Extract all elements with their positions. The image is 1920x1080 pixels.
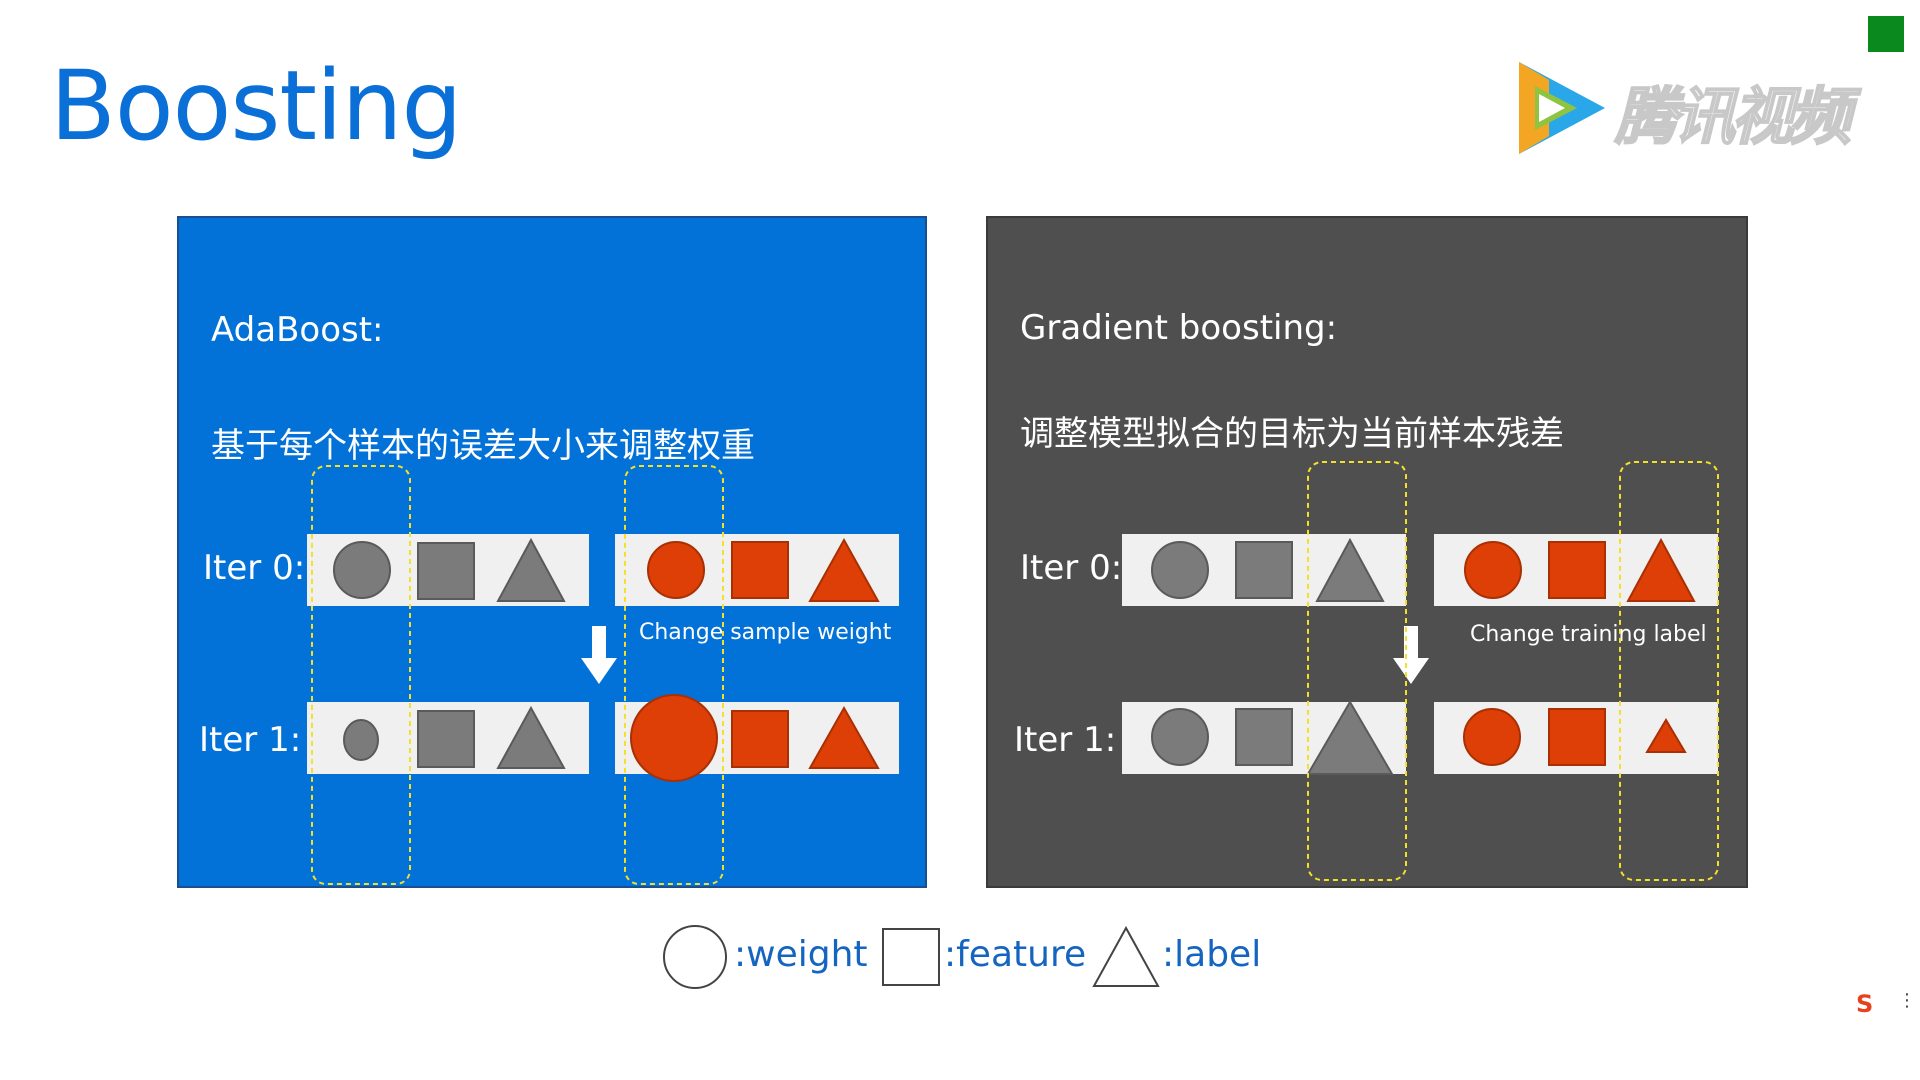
adaboost-iter0-orange-triangle — [808, 537, 880, 602]
gradient-iter1-label: Iter 1: — [1014, 720, 1117, 760]
gradient-iter1-orange-triangle-small — [1645, 718, 1687, 753]
gradient-iter1-gray-circle — [1151, 708, 1209, 766]
legend-weight-circle-icon — [663, 925, 727, 989]
adaboost-iter0-gray-triangle — [496, 537, 566, 602]
adaboost-down-arrow-icon — [581, 626, 617, 684]
gradient-dashed-highlight-orange — [1619, 461, 1719, 881]
gradient-diagram — [1122, 461, 1719, 881]
gradient-heading: Gradient boosting: — [1020, 308, 1338, 348]
legend: :weight :feature :label — [660, 922, 1262, 992]
adaboost-iter1-orange-circle-large — [630, 694, 718, 782]
status-indicator — [1868, 16, 1904, 52]
legend-feature-label: :feature — [944, 934, 1087, 975]
adaboost-diagram — [307, 465, 899, 885]
gradient-iter1-gray-triangle-large — [1306, 700, 1394, 775]
gradient-iter1-gray-square — [1235, 708, 1293, 766]
adaboost-iter0-orange-circle — [647, 541, 705, 599]
gradient-change-label: Change training label — [1470, 622, 1707, 647]
adaboost-iter0-gray-circle — [333, 541, 391, 599]
ime-menu-icon[interactable]: ⋮ — [1898, 990, 1916, 1011]
gradient-iter0-gray-triangle — [1315, 537, 1385, 602]
logo-brand-text: 腾讯视频 — [1614, 79, 1852, 154]
gradient-iter1-orange-circle — [1463, 708, 1521, 766]
adaboost-iter0-gray-square — [417, 542, 475, 600]
adaboost-iter1-gray-circle-small — [343, 719, 379, 761]
adaboost-iter1-orange-square — [731, 710, 789, 768]
legend-label-triangle-icon — [1092, 926, 1160, 987]
legend-feature-square-icon — [882, 928, 940, 986]
tencent-video-logo: 腾讯视频 — [1505, 52, 1865, 162]
legend-weight-label: :weight — [734, 934, 868, 975]
adaboost-iter0-orange-square — [731, 541, 789, 599]
sogou-ime-icon[interactable]: S — [1856, 990, 1874, 1018]
gradient-description: 调整模型拟合的目标为当前样本残差 — [1020, 414, 1564, 454]
adaboost-iter0-label: Iter 0: — [203, 548, 306, 588]
adaboost-iter1-gray-triangle — [496, 705, 566, 769]
gradient-iter0-gray-circle — [1151, 541, 1209, 599]
adaboost-iter1-gray-square — [417, 710, 475, 768]
adaboost-iter1-label: Iter 1: — [199, 720, 302, 760]
adaboost-heading: AdaBoost: — [211, 310, 384, 350]
gradient-iter0-gray-square — [1235, 541, 1293, 599]
adaboost-description: 基于每个样本的误差大小来调整权重 — [211, 426, 755, 466]
gradient-iter0-label: Iter 0: — [1020, 548, 1123, 588]
slide-title: Boosting — [50, 50, 462, 162]
gradient-iter0-orange-square — [1548, 541, 1606, 599]
adaboost-change-label: Change sample weight — [639, 620, 892, 645]
gradient-down-arrow-icon — [1393, 626, 1429, 684]
gradient-iter1-orange-square — [1548, 708, 1606, 766]
gradient-boosting-panel: Gradient boosting: 调整模型拟合的目标为当前样本残差 Iter… — [986, 216, 1748, 888]
legend-label-label: :label — [1162, 934, 1262, 975]
gradient-iter0-orange-triangle — [1626, 537, 1696, 602]
gradient-dashed-highlight-gray — [1307, 461, 1407, 881]
tencent-video-play-icon — [1519, 62, 1605, 154]
gradient-iter0-orange-circle — [1464, 541, 1522, 599]
adaboost-panel: AdaBoost: 基于每个样本的误差大小来调整权重 Iter 0: Iter … — [177, 216, 927, 888]
adaboost-dashed-highlight-gray — [311, 465, 411, 885]
adaboost-iter1-orange-triangle — [808, 705, 880, 769]
adaboost-dashed-highlight-orange — [624, 465, 724, 885]
